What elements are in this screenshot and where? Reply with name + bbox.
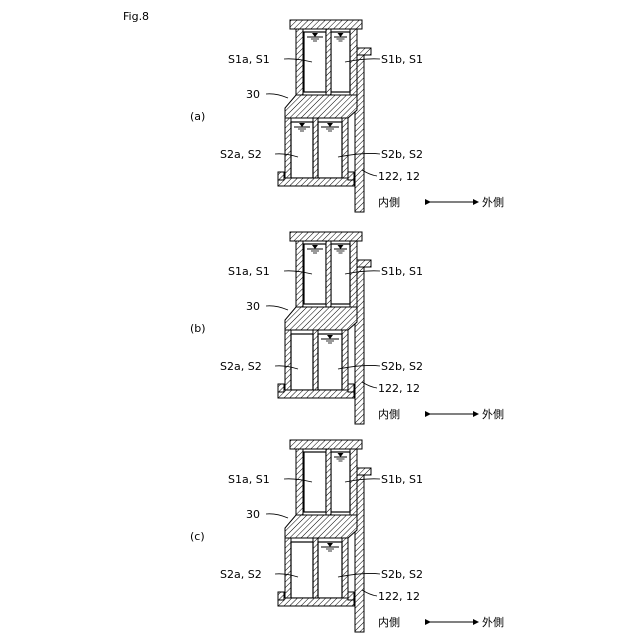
label-s1b: S1b, S1 <box>381 265 423 278</box>
upper-left-wall <box>296 29 303 95</box>
lower-base-right-flange <box>348 592 354 600</box>
leader-partition-30 <box>266 94 288 98</box>
label-s2a: S2a, S2 <box>220 148 262 161</box>
label-wall-122: 122, 12 <box>378 382 420 395</box>
panel-label: (b) <box>190 322 206 335</box>
upper-center-divider <box>326 29 331 95</box>
panel-label: (c) <box>190 530 205 543</box>
figure-title: Fig.8 <box>123 10 149 23</box>
panel-c: (c) S1a, S1 S1b, S1 30S2a, S2 S2b, S2 122, 12… <box>190 440 504 632</box>
label-outer-side: 外側 <box>482 196 504 209</box>
upper-left-wall <box>296 449 303 515</box>
upper-center-divider <box>326 241 331 307</box>
lower-left-wall <box>285 330 291 390</box>
cell-s2b <box>318 334 342 390</box>
upper-right-wall <box>350 29 357 95</box>
lower-base-left-flange <box>278 592 284 600</box>
upper-center-divider <box>326 449 331 515</box>
lower-base-left-flange <box>278 172 284 180</box>
cell-s2b <box>318 542 342 598</box>
cell-s2a <box>291 334 313 390</box>
partition-30 <box>285 515 357 538</box>
label-inner-side: 内側 <box>378 615 400 629</box>
panel-a: (a) S1a, S1 S1b, S1 30S2a, S2 S2b, S2 122, 12… <box>190 20 504 212</box>
lower-right-wall <box>342 538 348 598</box>
cell-s1a <box>304 452 326 512</box>
upper-top-cap <box>290 232 362 241</box>
upper-top-cap <box>290 440 362 449</box>
label-s1b: S1b, S1 <box>381 53 423 66</box>
upper-left-wall <box>296 241 303 307</box>
lower-base-right-flange <box>348 172 354 180</box>
lower-base <box>278 390 354 398</box>
label-outer-side: 外側 <box>482 616 504 629</box>
upper-right-wall <box>350 241 357 307</box>
lower-center-divider <box>313 118 318 178</box>
panel-label: (a) <box>190 110 205 123</box>
leader-partition-30 <box>266 306 288 310</box>
label-s2b: S2b, S2 <box>381 568 423 581</box>
lower-center-divider <box>313 330 318 390</box>
label-inner-side: 内側 <box>378 195 400 209</box>
label-s1a: S1a, S1 <box>228 473 270 486</box>
label-s2b: S2b, S2 <box>381 360 423 373</box>
cell-s2a <box>291 122 313 178</box>
label-s1a: S1a, S1 <box>228 265 270 278</box>
label-partition-30: 30 <box>246 88 260 101</box>
label-s1b: S1b, S1 <box>381 473 423 486</box>
lower-center-divider <box>313 538 318 598</box>
lower-left-wall <box>285 538 291 598</box>
label-wall-122: 122, 12 <box>378 170 420 183</box>
lower-base <box>278 598 354 606</box>
lower-base-right-flange <box>348 384 354 392</box>
upper-right-wall <box>350 449 357 515</box>
partition-30 <box>285 95 357 118</box>
label-s1a: S1a, S1 <box>228 53 270 66</box>
label-outer-side: 外側 <box>482 408 504 421</box>
panel-b: (b) S1a, S1 S1b, S1 30S2a, S2 S2b, S2 122, 12… <box>190 232 504 424</box>
lower-right-wall <box>342 330 348 390</box>
cell-s2b <box>318 122 342 178</box>
label-wall-122: 122, 12 <box>378 590 420 603</box>
cell-s2a <box>291 542 313 598</box>
leader-partition-30 <box>266 514 288 518</box>
label-s2b: S2b, S2 <box>381 148 423 161</box>
partition-30 <box>285 307 357 330</box>
label-partition-30: 30 <box>246 300 260 313</box>
label-inner-side: 内側 <box>378 407 400 421</box>
lower-base <box>278 178 354 186</box>
upper-top-cap <box>290 20 362 29</box>
lower-right-wall <box>342 118 348 178</box>
label-partition-30: 30 <box>246 508 260 521</box>
lower-left-wall <box>285 118 291 178</box>
lower-base-left-flange <box>278 384 284 392</box>
label-s2a: S2a, S2 <box>220 360 262 373</box>
label-s2a: S2a, S2 <box>220 568 262 581</box>
